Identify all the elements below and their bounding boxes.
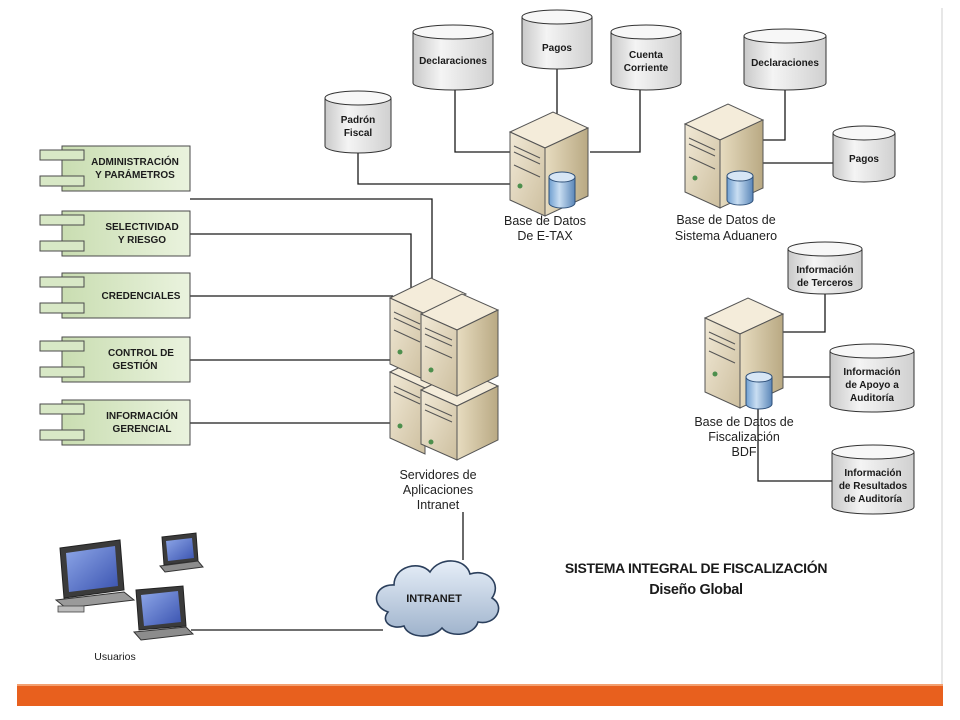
- module-informacion-label-1: INFORMACIÓN: [106, 409, 178, 422]
- aduanero-caption-1: Base de Datos de: [676, 213, 775, 227]
- db-aduanero-declaraciones-label: Declaraciones: [751, 58, 819, 69]
- db-bdf-resultados-label-3: de Auditoría: [844, 494, 902, 505]
- aduanero-db-server-icon: [683, 103, 765, 209]
- line-selectividad: [190, 233, 412, 290]
- db-aduanero-pagos-label: Pagos: [849, 154, 879, 165]
- line-etax-padron: [357, 152, 513, 185]
- module-selectividad-label-2: Y RIESGO: [118, 235, 166, 246]
- db-bdf-terceros-label-2: de Terceros: [797, 278, 853, 289]
- etax-db-server-icon: [508, 111, 590, 217]
- module-selectividad-label-1: SELECTIVIDAD: [105, 222, 178, 233]
- db-etax-cuenta-label-2: Corriente: [624, 63, 669, 74]
- line-aduanero-declaraciones: [760, 90, 786, 141]
- db-bdf-resultados: Información de Resultados de Auditoría: [831, 444, 915, 515]
- module-control: CONTROL DE GESTIÓN: [39, 336, 191, 383]
- db-aduanero-pagos: Pagos: [832, 125, 896, 183]
- connector-lines: [190, 68, 833, 631]
- application-servers-icon: [388, 277, 500, 461]
- bdf-caption-1: Base de Datos de: [694, 415, 793, 429]
- bdf-db-server-icon: [703, 297, 785, 410]
- line-etax-cuenta: [590, 90, 641, 153]
- intranet-cloud-label: INTRANET: [406, 593, 462, 605]
- db-bdf-apoyo: Información de Apoyo a Auditoría: [829, 343, 915, 413]
- laptop-computer-icon: [132, 585, 195, 641]
- small-computer-icon: [159, 532, 204, 573]
- db-bdf-apoyo-label-2: de Apoyo a: [845, 380, 899, 391]
- intranet-cloud-icon: INTRANET: [375, 560, 500, 637]
- bdf-caption-2: Fiscalización: [708, 430, 780, 444]
- aduanero-caption-2: Sistema Aduanero: [675, 229, 777, 243]
- line-bdf-resultados: [757, 405, 832, 482]
- module-credenciales: CREDENCIALES: [39, 272, 191, 319]
- module-control-label-1: CONTROL DE: [108, 348, 174, 359]
- bdf-caption-3: BDF: [732, 445, 757, 459]
- db-etax-pagos-label: Pagos: [542, 43, 572, 54]
- db-bdf-apoyo-label-3: Auditoría: [850, 393, 894, 404]
- diagram-subtitle: Diseño Global: [649, 582, 743, 598]
- servers-caption-1: Servidores de: [399, 468, 476, 482]
- db-etax-padron-label-2: Fiscal: [344, 128, 373, 139]
- users-label: Usuarios: [94, 651, 135, 663]
- db-etax-declaraciones: Declaraciones: [412, 24, 494, 91]
- module-administracion-label-1: ADMINISTRACIÓN: [91, 155, 179, 168]
- slide-frame: [17, 8, 943, 686]
- module-informacion: INFORMACIÓN GERENCIAL: [39, 399, 191, 446]
- module-administracion-label-2: Y PARÁMETROS: [95, 168, 175, 181]
- line-etax-declaraciones: [454, 90, 512, 153]
- diagram-title: SISTEMA INTEGRAL DE FISCALIZACIÓN: [565, 559, 828, 576]
- etax-caption-2: De E-TAX: [517, 229, 573, 243]
- line-bdf-terceros: [780, 292, 826, 333]
- db-bdf-terceros: Información de Terceros: [787, 241, 863, 295]
- servers-caption-2: Aplicaciones: [403, 483, 473, 497]
- module-control-label-2: GESTIÓN: [112, 359, 157, 372]
- db-etax-pagos: Pagos: [521, 9, 593, 70]
- db-etax-padron-fiscal: Padrón Fiscal: [324, 90, 392, 154]
- db-bdf-terceros-label-1: Información: [796, 265, 853, 276]
- desktop-computer-icon: [54, 539, 136, 613]
- db-etax-declaraciones-label: Declaraciones: [419, 56, 487, 67]
- db-bdf-apoyo-label-1: Información: [843, 367, 900, 378]
- etax-caption-1: Base de Datos: [504, 214, 586, 228]
- db-aduanero-declaraciones: Declaraciones: [743, 28, 827, 91]
- db-etax-padron-label-1: Padrón: [341, 115, 375, 126]
- db-etax-cuenta-corriente: Cuenta Corriente: [610, 24, 682, 91]
- module-informacion-label-2: GERENCIAL: [113, 424, 172, 435]
- db-bdf-resultados-label-2: de Resultados: [839, 481, 908, 492]
- db-etax-cuenta-label-1: Cuenta: [629, 50, 663, 61]
- servers-caption-3: Intranet: [417, 498, 460, 512]
- slide-bottom-bar: [17, 684, 943, 706]
- module-credenciales-label: CREDENCIALES: [102, 291, 181, 302]
- line-administracion: [190, 198, 433, 282]
- module-administracion: ADMINISTRACIÓN Y PARÁMETROS: [39, 145, 191, 192]
- db-bdf-resultados-label-1: Información: [844, 468, 901, 479]
- module-selectividad: SELECTIVIDAD Y RIESGO: [39, 210, 191, 257]
